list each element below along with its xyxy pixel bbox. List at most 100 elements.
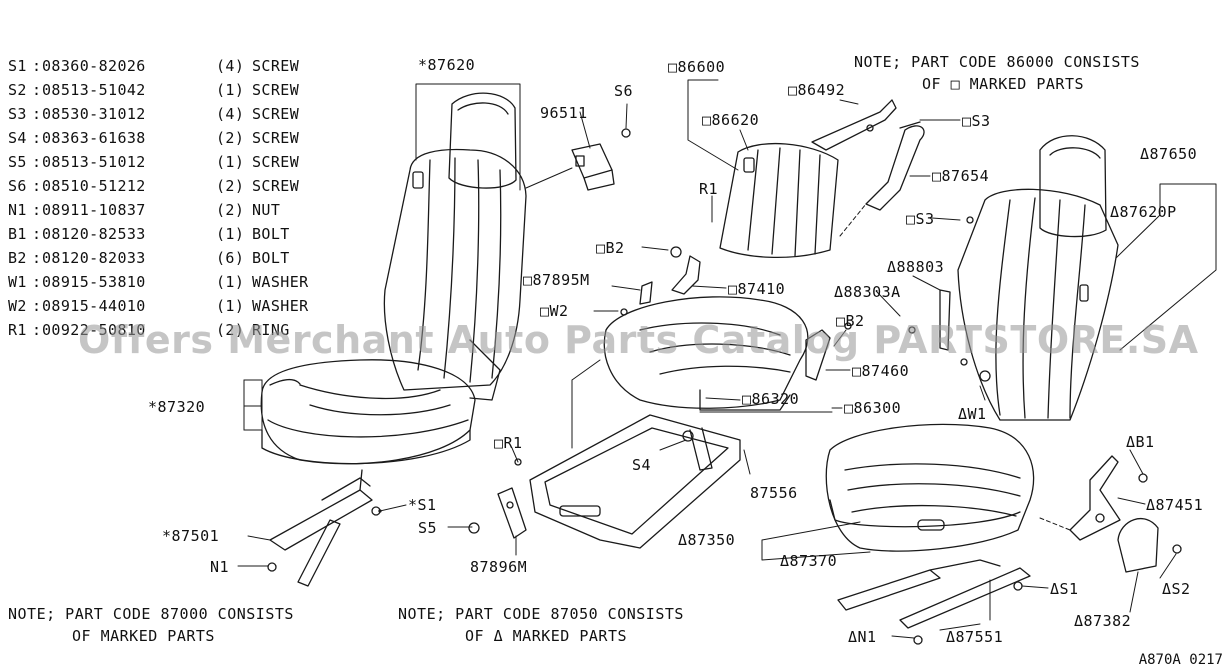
label-s5: S5: [418, 519, 438, 537]
legend-row: S3:08530-31012(4)SCREW: [8, 105, 299, 123]
legend-quantity: (4): [216, 105, 245, 123]
label-87551: Δ87551: [946, 628, 1004, 646]
label-86300: □86300: [844, 399, 902, 417]
legend-part-number: 08120-82533: [42, 225, 146, 243]
label-r1-upper: R1: [699, 180, 719, 198]
label-s6: S6: [614, 82, 634, 100]
legend-code: W1: [8, 273, 27, 291]
legend-row: B2:08120-82033 (6) BOLT: [8, 249, 290, 267]
legend-quantity: (1): [216, 81, 245, 99]
label-b2-left: □B2: [596, 239, 625, 257]
legend-part-number: 08915-44010: [42, 297, 146, 315]
legend-part-name: SCREW: [252, 153, 300, 171]
label-s3-upper: □S3: [962, 112, 991, 130]
label-s3-lower: □S3: [906, 210, 935, 228]
label-b1: ΔB1: [1126, 433, 1155, 451]
legend-separator: :: [32, 321, 42, 339]
label-86320: □86320: [742, 390, 800, 408]
bracket-96511: [571, 128, 631, 191]
watermark: Offers Merchant Auto Parts Catalog PARTS…: [78, 318, 1199, 362]
legend-part-name: SCREW: [252, 177, 300, 195]
legend-code: S6: [8, 177, 27, 195]
legend-row: S5:08513-51012 (1) SCREW: [8, 153, 299, 171]
note-87050-line2: OF Δ MARKED PARTS: [465, 627, 628, 645]
label-87370: Δ87370: [780, 552, 838, 570]
label-87382: Δ87382: [1074, 612, 1132, 630]
label-s1-right: ΔS1: [1050, 580, 1079, 598]
legend-separator: :: [32, 81, 42, 99]
label-87320: *87320: [148, 398, 206, 416]
legend-part-number: 08911-10837: [42, 201, 146, 219]
legend-quantity: (6): [216, 249, 245, 267]
legend-part-name: BOLT: [252, 225, 290, 243]
label-87895m: □87895M: [523, 271, 590, 289]
label-w1: ΔW1: [958, 405, 987, 423]
legend-code: S3: [8, 105, 27, 123]
legend-row: S4:08363-61638(2)SCREW: [8, 129, 299, 147]
legend-part-name: WASHER: [252, 273, 309, 291]
legend-separator: :: [32, 177, 42, 195]
label-86492: □86492: [788, 81, 846, 99]
legend-code: S5: [8, 153, 27, 171]
legend-code: R1: [8, 321, 27, 339]
legend-part-name: BOLT: [252, 249, 290, 267]
legend-part-number: 08513-51012: [42, 153, 146, 171]
note-87000-line1: NOTE; PART CODE 87000 CONSISTS: [8, 605, 294, 623]
legend-row: R1:00922-50810(2)RING: [8, 321, 290, 339]
label-87350: Δ87350: [678, 531, 736, 549]
label-s2: ΔS2: [1162, 580, 1191, 598]
label-87620: *87620: [418, 56, 476, 74]
legend-separator: :: [32, 57, 42, 75]
note-87000-line2: OF MARKED PARTS: [72, 627, 215, 645]
legend-part-name: SCREW: [252, 129, 300, 147]
label-87410: □87410: [728, 280, 786, 298]
legend-separator: :: [32, 249, 42, 267]
legend-part-number: 08915-53810: [42, 273, 146, 291]
legend-part-number: 08120-82033: [42, 249, 146, 267]
label-n1-right: ΔN1: [848, 628, 877, 646]
legend-code: W2: [8, 297, 27, 315]
label-88303a: Δ88303A: [834, 283, 901, 301]
label-88803: Δ88803: [887, 258, 945, 276]
note-86000-line2: OF □ MARKED PARTS: [922, 75, 1085, 93]
legend-separator: :: [32, 153, 42, 171]
legend-part-number: 08360-82026: [42, 57, 146, 75]
legend-row: B1:08120-82533(1)BOLT: [8, 225, 290, 243]
legend-row: S2:08513-51042(1)SCREW: [8, 81, 299, 99]
legend-quantity: (2): [216, 321, 245, 339]
legend-separator: :: [32, 105, 42, 123]
label-b2-right: □B2: [836, 312, 865, 330]
legend-quantity: (1): [216, 153, 245, 171]
legend-quantity: (1): [216, 225, 245, 243]
label-96511: 96511: [540, 104, 588, 122]
legend-part-name: NUT: [252, 201, 281, 219]
legend-part-number: 08513-51042: [42, 81, 146, 99]
legend-quantity: (1): [216, 297, 245, 315]
legend-row: N1:08911-10837(2)NUT: [8, 201, 280, 219]
legend-row: W1:08915-53810 (1) WASHER: [8, 273, 309, 291]
legend-code: N1: [8, 201, 27, 219]
legend-quantity: (4): [216, 57, 245, 75]
legend-part-name: SCREW: [252, 105, 300, 123]
legend-code: S1: [8, 57, 27, 75]
legend-part-name: WASHER: [252, 297, 309, 315]
legend-part-name: SCREW: [252, 81, 300, 99]
label-87654: □87654: [932, 167, 990, 185]
legend-separator: :: [32, 225, 42, 243]
legend-part-number: 08510-51212: [42, 177, 146, 195]
note-87050-line1: NOTE; PART CODE 87050 CONSISTS: [398, 605, 684, 623]
legend-separator: :: [32, 297, 42, 315]
legend-part-name: SCREW: [252, 57, 300, 75]
legend-quantity: (1): [216, 273, 245, 291]
legend-separator: :: [32, 273, 42, 291]
left-seat: [260, 92, 527, 587]
label-87556: 87556: [750, 484, 798, 502]
label-87460: □87460: [852, 362, 910, 380]
legend-separator: :: [32, 129, 42, 147]
label-n1-left: N1: [210, 558, 230, 576]
legend-part-number: 08363-61638: [42, 129, 146, 147]
legend-quantity: (2): [216, 201, 245, 219]
legend-code: B2: [8, 249, 27, 267]
label-s1-left: *S1: [408, 496, 437, 514]
